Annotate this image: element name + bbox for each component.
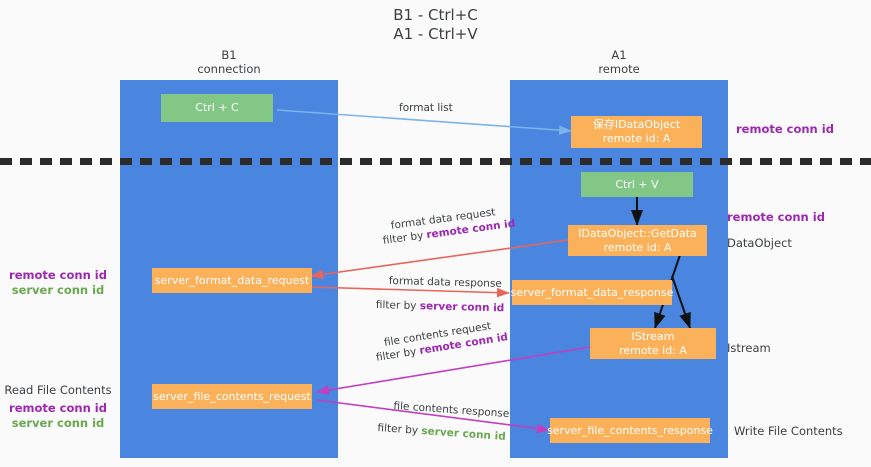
annotation-right-istream: Istream — [727, 341, 771, 356]
annotation-dataobject-text: DataObject — [727, 236, 792, 250]
connector-format-list — [276, 109, 572, 135]
box-save-idataobject-subtitle: remote id: A — [602, 132, 671, 145]
edge-label-format-list-text: format list — [399, 102, 453, 114]
box-server-format-data-response-label: server_format_data_response — [510, 285, 674, 299]
annotation-istream-text: Istream — [727, 341, 771, 355]
annotation-right-dataobject: DataObject — [727, 236, 792, 251]
annotation-write-file-contents-text: Write File Contents — [734, 424, 843, 438]
box-server-format-data-response[interactable]: server_format_data_response — [510, 280, 674, 305]
box-ctrl-v[interactable]: Ctrl + V — [581, 172, 693, 197]
annotation-right-mid-remote-conn-id: remote conn id — [727, 210, 825, 225]
lane-header-a1: A1 remote — [510, 48, 728, 76]
connector-response-istream — [671, 275, 691, 329]
annotation-left-mid-conn-ids: remote conn id server conn id — [0, 268, 116, 298]
edge-filter-prefix: filter by — [377, 421, 422, 438]
box-save-idataobject[interactable]: 保存IDataObject remote id: A — [571, 116, 702, 148]
edge-label-format-list: format list — [399, 101, 453, 115]
box-server-format-data-request-label: server_format_data_request — [154, 273, 310, 287]
box-idataobject-getdata-subtitle: remote id: A — [603, 240, 672, 254]
lane-header-a1-name: A1 — [611, 48, 627, 62]
connector-file-contents-request — [316, 346, 591, 395]
box-ctrl-c-label: Ctrl + C — [195, 101, 239, 114]
box-save-idataobject-title: 保存IDataObject — [592, 118, 681, 131]
box-ctrl-c[interactable]: Ctrl + C — [161, 94, 273, 122]
lane-header-b1: B1 connection — [120, 48, 338, 76]
box-istream[interactable]: IStream remote id: A — [590, 328, 716, 359]
box-server-format-data-request[interactable]: server_format_data_request — [152, 268, 312, 293]
annotation-left-bottom-conn-ids: remote conn id server conn id — [0, 401, 116, 431]
connector-format-data-request — [310, 239, 569, 280]
connector-file-contents-response — [316, 399, 550, 434]
box-ctrl-v-label: Ctrl + V — [615, 177, 659, 191]
box-idataobject-getdata-title: IDataObject::GetData — [578, 226, 697, 240]
lane-header-a1-role: remote — [598, 62, 640, 76]
phase-separator-dashed-line — [0, 158, 871, 165]
lane-header-b1-role: connection — [197, 62, 261, 76]
annotation-right-top-remote-conn-id: remote conn id — [736, 122, 834, 137]
annotation-right-write-file-contents: Write File Contents — [734, 424, 843, 439]
box-server-file-contents-response[interactable]: server_file_contents_response — [547, 418, 713, 443]
edge-filter-key-server-conn-id: server conn id — [419, 300, 505, 315]
edge-label-format-data-response: format data response — [389, 274, 502, 291]
box-server-file-contents-request[interactable]: server_file_contents_request — [152, 384, 312, 409]
box-server-file-contents-response-label: server_file_contents_response — [547, 423, 713, 437]
box-istream-title: IStream — [631, 329, 675, 343]
annotation-remote-conn-id-text: remote conn id — [9, 401, 107, 415]
lane-header-b1-name: B1 — [221, 48, 237, 62]
annotation-server-conn-id-text: server conn id — [11, 416, 105, 430]
diagram-title: B1 - Ctrl+C A1 - Ctrl+V — [0, 6, 871, 44]
annotation-left-read-file-contents: Read File Contents — [0, 383, 116, 398]
annotation-remote-conn-id-text: remote conn id — [727, 210, 825, 224]
box-server-file-contents-request-label: server_file_contents_request — [153, 389, 311, 403]
annotation-server-conn-id-text: server conn id — [11, 283, 105, 297]
title-line-2: A1 - Ctrl+V — [393, 25, 478, 43]
box-idataobject-getdata[interactable]: IDataObject::GetData remote id: A — [568, 225, 707, 256]
connector-format-data-response — [310, 286, 510, 298]
box-istream-subtitle: remote id: A — [619, 343, 687, 357]
annotation-read-file-contents-text: Read File Contents — [4, 383, 112, 397]
title-line-1: B1 - Ctrl+C — [393, 6, 478, 24]
edge-label-format-data-response-text: format data response — [388, 274, 502, 290]
edge-filter-prefix: filter by — [375, 298, 420, 313]
annotation-remote-conn-id-text: remote conn id — [736, 122, 834, 136]
annotation-remote-conn-id-text: remote conn id — [9, 268, 107, 282]
